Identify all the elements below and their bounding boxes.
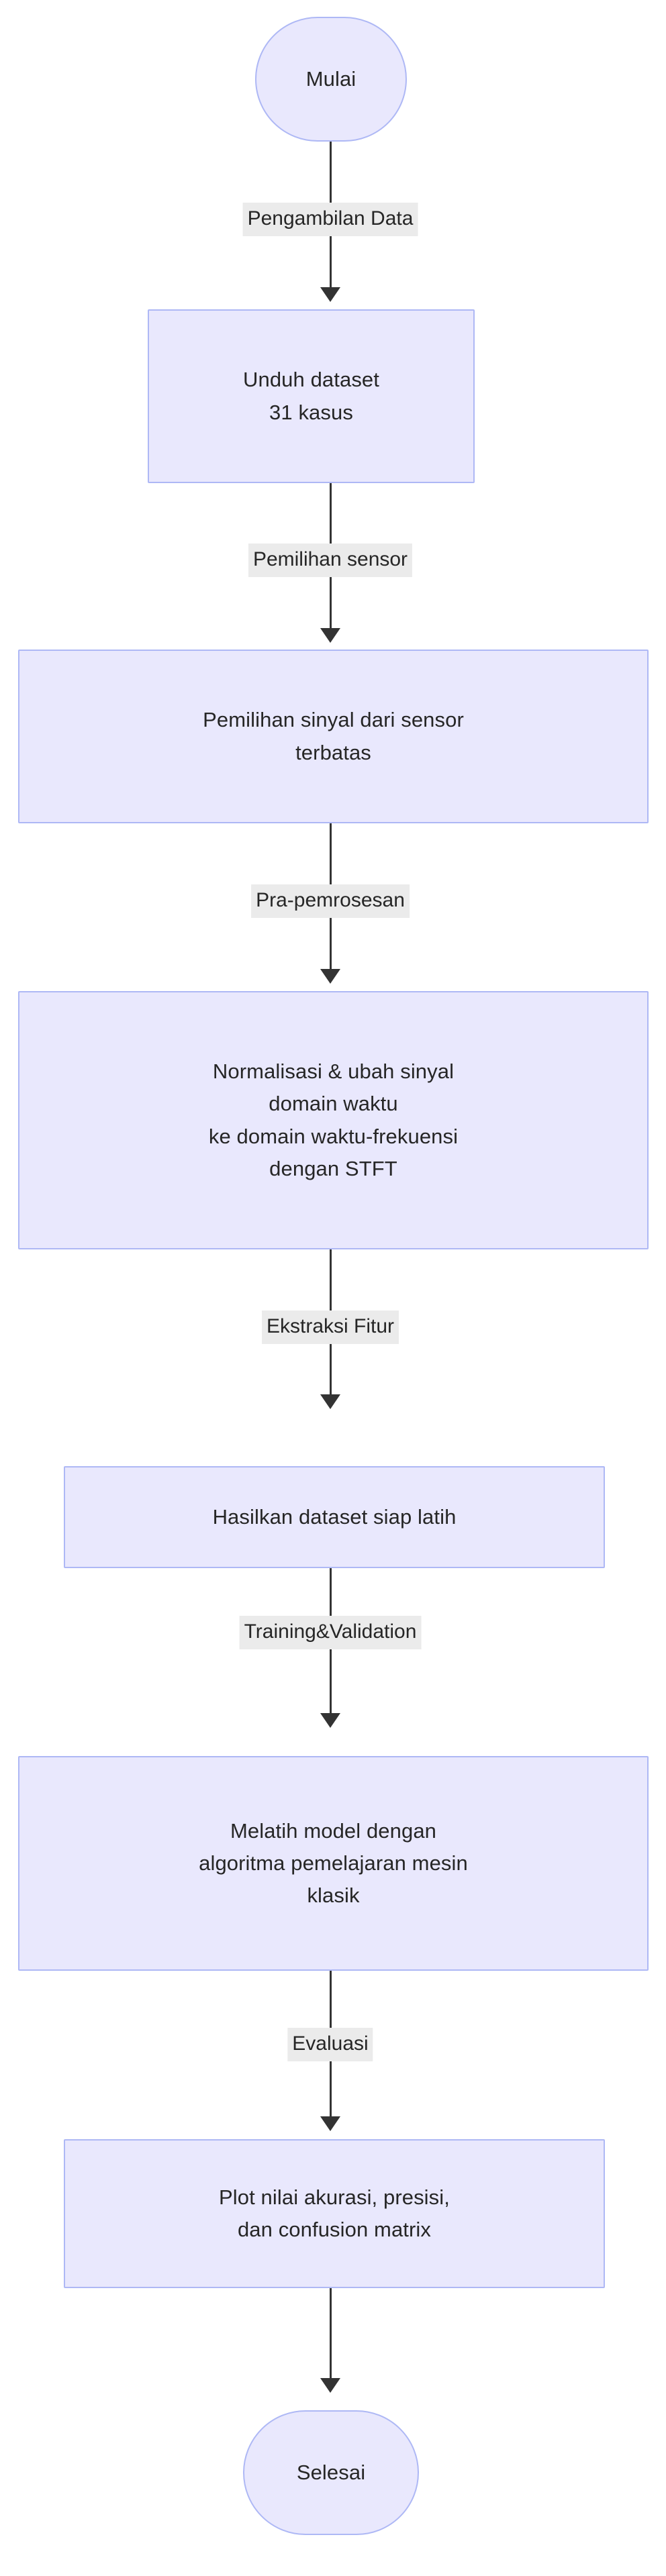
node-unduh-dataset-label: Unduh dataset 31 kasus	[243, 368, 379, 424]
edge-label-ekstraksi-fitur: Ekstraksi Fitur	[261, 1310, 399, 1344]
edge-arrow-plot-end	[320, 2378, 340, 2393]
node-plot-metrik[interactable]: Plot nilai akurasi, presisi, dan confusi…	[64, 2139, 605, 2288]
edge-arrow-train-plot	[320, 2116, 340, 2131]
edge-label-pemilihan-sensor: Pemilihan sensor	[248, 544, 413, 577]
node-hasilkan-dataset[interactable]: Hasilkan dataset siap latih	[64, 1466, 605, 1568]
edge-label-evaluasi: Evaluasi	[287, 2028, 373, 2061]
edge-label-pra-pemrosesan: Pra-pemrosesan	[251, 884, 410, 918]
edge-arrow-dataset-train	[320, 1713, 340, 1728]
edge-label-pengambilan-data: Pengambilan Data	[242, 203, 418, 236]
edge-arrow-start-download	[320, 287, 340, 302]
node-pemilihan-sinyal-label: Pemilihan sinyal dari sensor terbatas	[203, 708, 464, 764]
node-melatih-model[interactable]: Melatih model dengan algoritma pemelajar…	[18, 1756, 649, 1971]
edge-line-plot-end	[330, 2288, 332, 2380]
node-end-selesai-label: Selesai	[296, 2460, 366, 2484]
node-pemilihan-sinyal[interactable]: Pemilihan sinyal dari sensor terbatas	[18, 650, 649, 823]
edge-arrow-download-signalsel	[320, 628, 340, 643]
node-unduh-dataset[interactable]: Unduh dataset 31 kasus	[148, 309, 475, 483]
edge-label-training-validation: Training&Validation	[239, 1616, 422, 1649]
node-start-mulai[interactable]: Mulai	[255, 17, 407, 142]
node-start-mulai-label: Mulai	[305, 66, 356, 91]
node-hasilkan-dataset-label: Hasilkan dataset siap latih	[212, 1504, 457, 1529]
node-normalisasi-stft-label: Normalisasi & ubah sinyal domain waktu k…	[208, 1060, 459, 1180]
node-normalisasi-stft[interactable]: Normalisasi & ubah sinyal domain waktu k…	[18, 991, 649, 1249]
edge-arrow-preprocess-dataset	[320, 1394, 340, 1409]
node-end-selesai[interactable]: Selesai	[243, 2410, 419, 2535]
node-plot-metrik-label: Plot nilai akurasi, presisi, dan confusi…	[219, 2185, 450, 2241]
edge-arrow-signalsel-preprocess	[320, 969, 340, 984]
node-melatih-model-label: Melatih model dengan algoritma pemelajar…	[199, 1818, 468, 1908]
